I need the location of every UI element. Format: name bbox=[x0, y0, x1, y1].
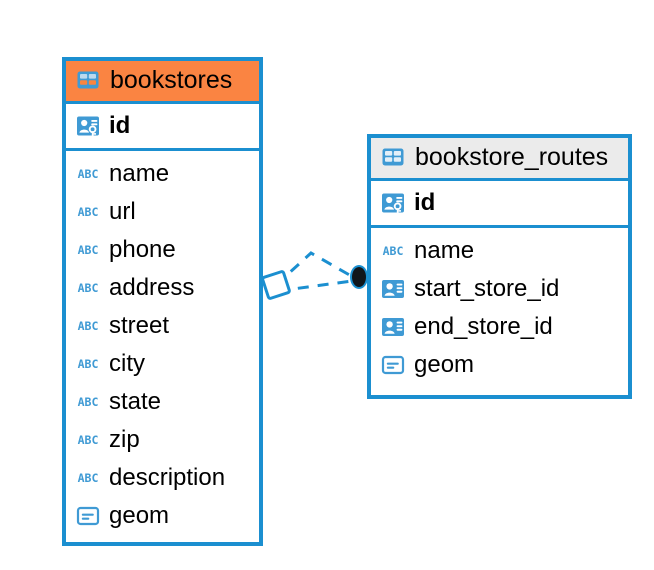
svg-text:ABC: ABC bbox=[78, 357, 99, 371]
entity-bookstores-header[interactable]: bookstores bbox=[66, 61, 259, 101]
attribute-row-street[interactable]: ABC street bbox=[66, 307, 259, 345]
attribute-label: start_store_id bbox=[414, 274, 560, 302]
entity-bookstore-routes-pk-section: id bbox=[371, 177, 628, 228]
attribute-label: address bbox=[109, 273, 195, 301]
attribute-label: phone bbox=[109, 235, 176, 263]
svg-text:ABC: ABC bbox=[78, 281, 99, 295]
attribute-label: description bbox=[109, 463, 226, 491]
svg-text:ABC: ABC bbox=[78, 319, 99, 333]
attribute-row-state[interactable]: ABC state bbox=[66, 383, 259, 421]
attribute-row-name[interactable]: ABC name bbox=[66, 155, 259, 193]
svg-text:ABC: ABC bbox=[78, 205, 99, 219]
attribute-row-geom[interactable]: geom bbox=[371, 346, 628, 384]
text-abc-icon: ABC bbox=[75, 427, 101, 453]
attribute-label: id bbox=[109, 111, 131, 139]
text-abc-icon: ABC bbox=[75, 161, 101, 187]
attribute-row-phone[interactable]: ABC phone bbox=[66, 231, 259, 269]
attribute-row-geom[interactable]: geom bbox=[66, 497, 259, 535]
svg-text:ABC: ABC bbox=[78, 167, 99, 181]
foreign-key-icon bbox=[380, 276, 406, 302]
attribute-row-description[interactable]: ABC description bbox=[66, 459, 259, 497]
relationship-branch-upper bbox=[274, 251, 354, 287]
entity-bookstore-routes-attributes: ABC name start_store_id bbox=[371, 228, 628, 388]
entity-bookstores-pk-section: id bbox=[66, 100, 259, 151]
table-icon bbox=[380, 144, 406, 170]
primary-key-icon bbox=[380, 190, 406, 216]
text-abc-icon: ABC bbox=[380, 238, 406, 264]
attribute-row-start-store-id[interactable]: start_store_id bbox=[371, 270, 628, 308]
attribute-row-address[interactable]: ABC address bbox=[66, 269, 259, 307]
attribute-row-url[interactable]: ABC url bbox=[66, 193, 259, 231]
text-abc-icon: ABC bbox=[75, 389, 101, 415]
text-abc-icon: ABC bbox=[75, 313, 101, 339]
entity-bookstore-routes[interactable]: bookstore_routes id bbox=[367, 134, 632, 399]
attribute-label: name bbox=[414, 236, 475, 264]
attribute-label: city bbox=[109, 349, 145, 377]
attribute-row-city[interactable]: ABC city bbox=[66, 345, 259, 383]
svg-text:ABC: ABC bbox=[78, 243, 99, 257]
geometry-icon bbox=[75, 503, 101, 529]
attribute-row-id[interactable]: id bbox=[371, 181, 628, 225]
text-abc-icon: ABC bbox=[75, 351, 101, 377]
entity-bookstore-routes-header[interactable]: bookstore_routes bbox=[371, 138, 628, 178]
attribute-label: geom bbox=[109, 501, 170, 529]
foreign-key-icon bbox=[380, 314, 406, 340]
entity-bookstores-title: bookstores bbox=[110, 66, 233, 94]
text-abc-icon: ABC bbox=[75, 275, 101, 301]
attribute-label: zip bbox=[109, 425, 140, 453]
attribute-label: id bbox=[414, 188, 436, 216]
attribute-row-zip[interactable]: ABC zip bbox=[66, 421, 259, 459]
attribute-label: url bbox=[109, 197, 136, 225]
attribute-label: name bbox=[109, 159, 170, 187]
attribute-row-end-store-id[interactable]: end_store_id bbox=[371, 308, 628, 346]
svg-text:ABC: ABC bbox=[78, 395, 99, 409]
attribute-label: geom bbox=[414, 350, 475, 378]
text-abc-icon: ABC bbox=[75, 465, 101, 491]
text-abc-icon: ABC bbox=[75, 199, 101, 225]
attribute-label: street bbox=[109, 311, 170, 339]
relationship-circle-endpoint bbox=[350, 265, 368, 289]
svg-text:ABC: ABC bbox=[78, 471, 99, 485]
relationship-branch-lower bbox=[277, 279, 353, 293]
attribute-row-name[interactable]: ABC name bbox=[371, 232, 628, 270]
table-icon bbox=[75, 67, 101, 93]
svg-text:ABC: ABC bbox=[78, 433, 99, 447]
entity-bookstore-routes-title: bookstore_routes bbox=[415, 143, 609, 171]
entity-bookstores-attributes: ABC name ABC url ABC p bbox=[66, 151, 259, 539]
attribute-label: state bbox=[109, 387, 162, 415]
attribute-row-id[interactable]: id bbox=[66, 104, 259, 148]
geometry-icon bbox=[380, 352, 406, 378]
primary-key-icon bbox=[75, 113, 101, 139]
entity-bookstores[interactable]: bookstores id bbox=[62, 57, 263, 546]
relationship-diamond-endpoint bbox=[261, 270, 291, 300]
text-abc-icon: ABC bbox=[75, 237, 101, 263]
svg-text:ABC: ABC bbox=[383, 244, 404, 258]
attribute-label: end_store_id bbox=[414, 312, 553, 340]
